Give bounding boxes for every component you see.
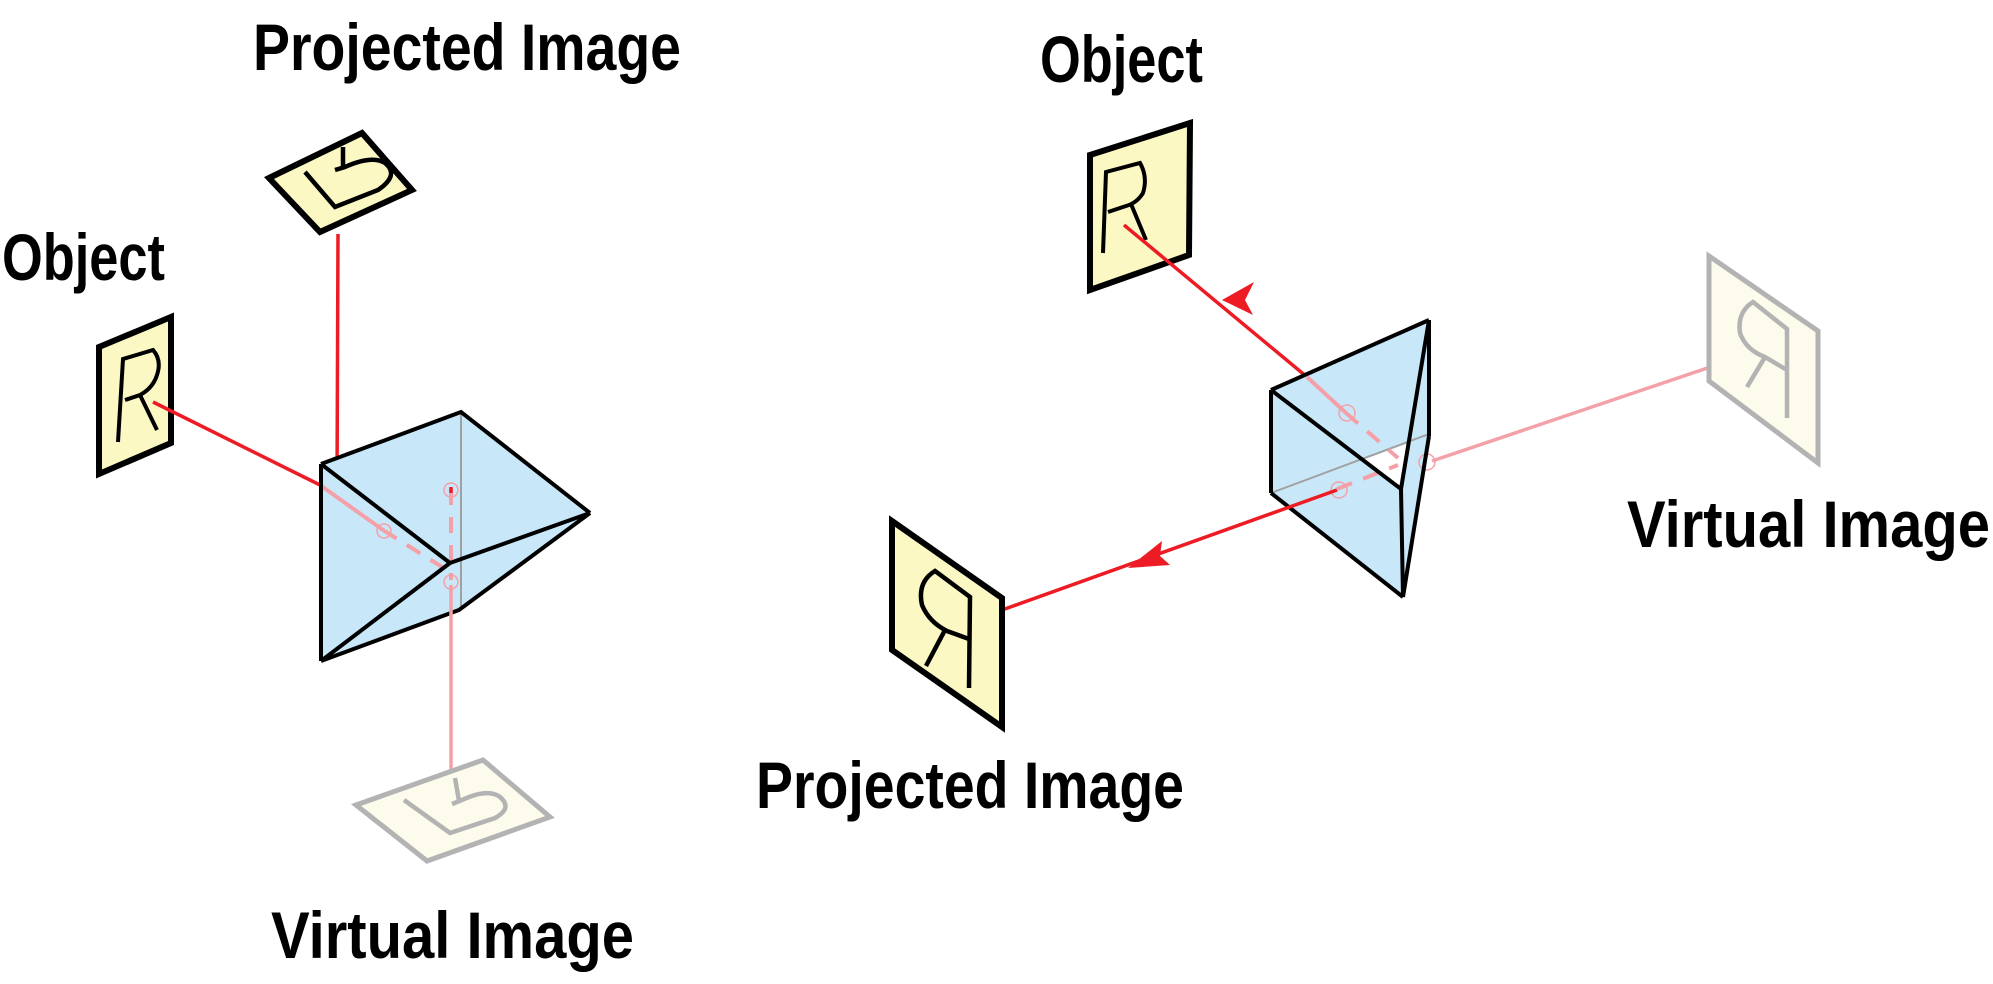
right-ray-in [1122,223,1309,379]
right-virtual-glyph [1737,299,1790,418]
left-ray-in [152,400,321,487]
right-projected-image-label: Projected Image [756,748,1184,822]
right-projected-glyph [918,568,973,689]
left-virtual-image-card [350,757,555,864]
left-object-card [96,312,174,479]
left-projected-image-card [264,129,417,236]
right-object-glyph-r [1101,160,1148,254]
left-prism [318,409,592,663]
right-ray-out [1001,488,1338,612]
left-projected-glyph [303,147,394,210]
left-virtual-glyph [402,777,508,836]
right-ray-out-arrowhead [1128,541,1170,568]
left-object-label: Object [2,220,165,294]
right-ray-virtual [1431,355,1741,463]
right-prism [1269,318,1436,599]
right-virtual-image-label: Virtual Image [1627,487,1990,561]
right-ray-in-arrowhead [1222,282,1254,315]
right-projected-image-card [889,515,1005,733]
right-object-card [1087,118,1194,295]
left-prism-diagram [96,129,592,864]
left-object-glyph-r [116,347,161,443]
right-object-label: Object [1040,22,1203,96]
left-virtual-image-label: Virtual Image [271,898,634,972]
right-prism-diagram [889,118,1821,733]
right-virtual-image-card [1706,251,1821,469]
left-projected-image-label: Projected Image [253,10,681,84]
left-ray-up [335,233,340,488]
